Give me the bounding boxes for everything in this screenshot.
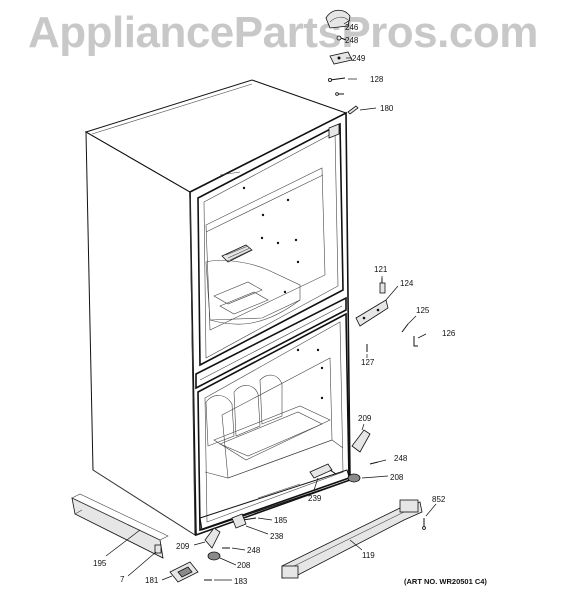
callout-238: 238 [270,532,284,541]
bottom-right-parts [281,499,426,579]
callout-248-top: 248 [345,36,359,45]
callout-239: 239 [308,494,322,503]
callout-246: 246 [345,23,359,32]
callout-183: 183 [234,577,248,586]
kickplate-part [71,497,164,559]
callout-852: 852 [432,495,446,504]
callout-208-left: 208 [237,561,251,570]
callout-124: 124 [400,279,414,288]
callout-180: 180 [380,104,394,113]
callout-209-left: 209 [176,542,190,551]
center-mullion [195,296,347,390]
art-number: (ART NO. WR20501 C4) [404,577,487,586]
callout-248-left: 248 [247,546,261,555]
fresh-food-compartment [197,122,344,367]
callout-248-right: 248 [394,454,408,463]
callout-7: 7 [120,575,125,584]
hinge-cover-part [325,9,351,29]
callout-127: 127 [361,358,375,367]
callout-128: 128 [370,75,384,84]
callout-126: 126 [442,329,456,338]
leader-lines [105,19,437,581]
callout-125: 125 [416,306,430,315]
callout-209-right: 209 [358,414,372,423]
callout-119: 119 [362,551,375,560]
bottom-left-parts [71,493,257,583]
callout-121: 121 [374,265,388,274]
watermark: AppliancePartsPros.com [28,8,538,57]
callout-185: 185 [274,516,288,525]
freezer-compartment [197,312,351,532]
right-hinge-parts [309,278,418,483]
callout-labels: 246 248 249 128 180 121 124 125 126 127 … [93,23,456,586]
callout-249: 249 [352,54,366,63]
callout-195: 195 [93,559,107,568]
callout-181: 181 [145,576,159,585]
top-hinge-parts [325,9,359,115]
callout-208-right: 208 [390,473,404,482]
